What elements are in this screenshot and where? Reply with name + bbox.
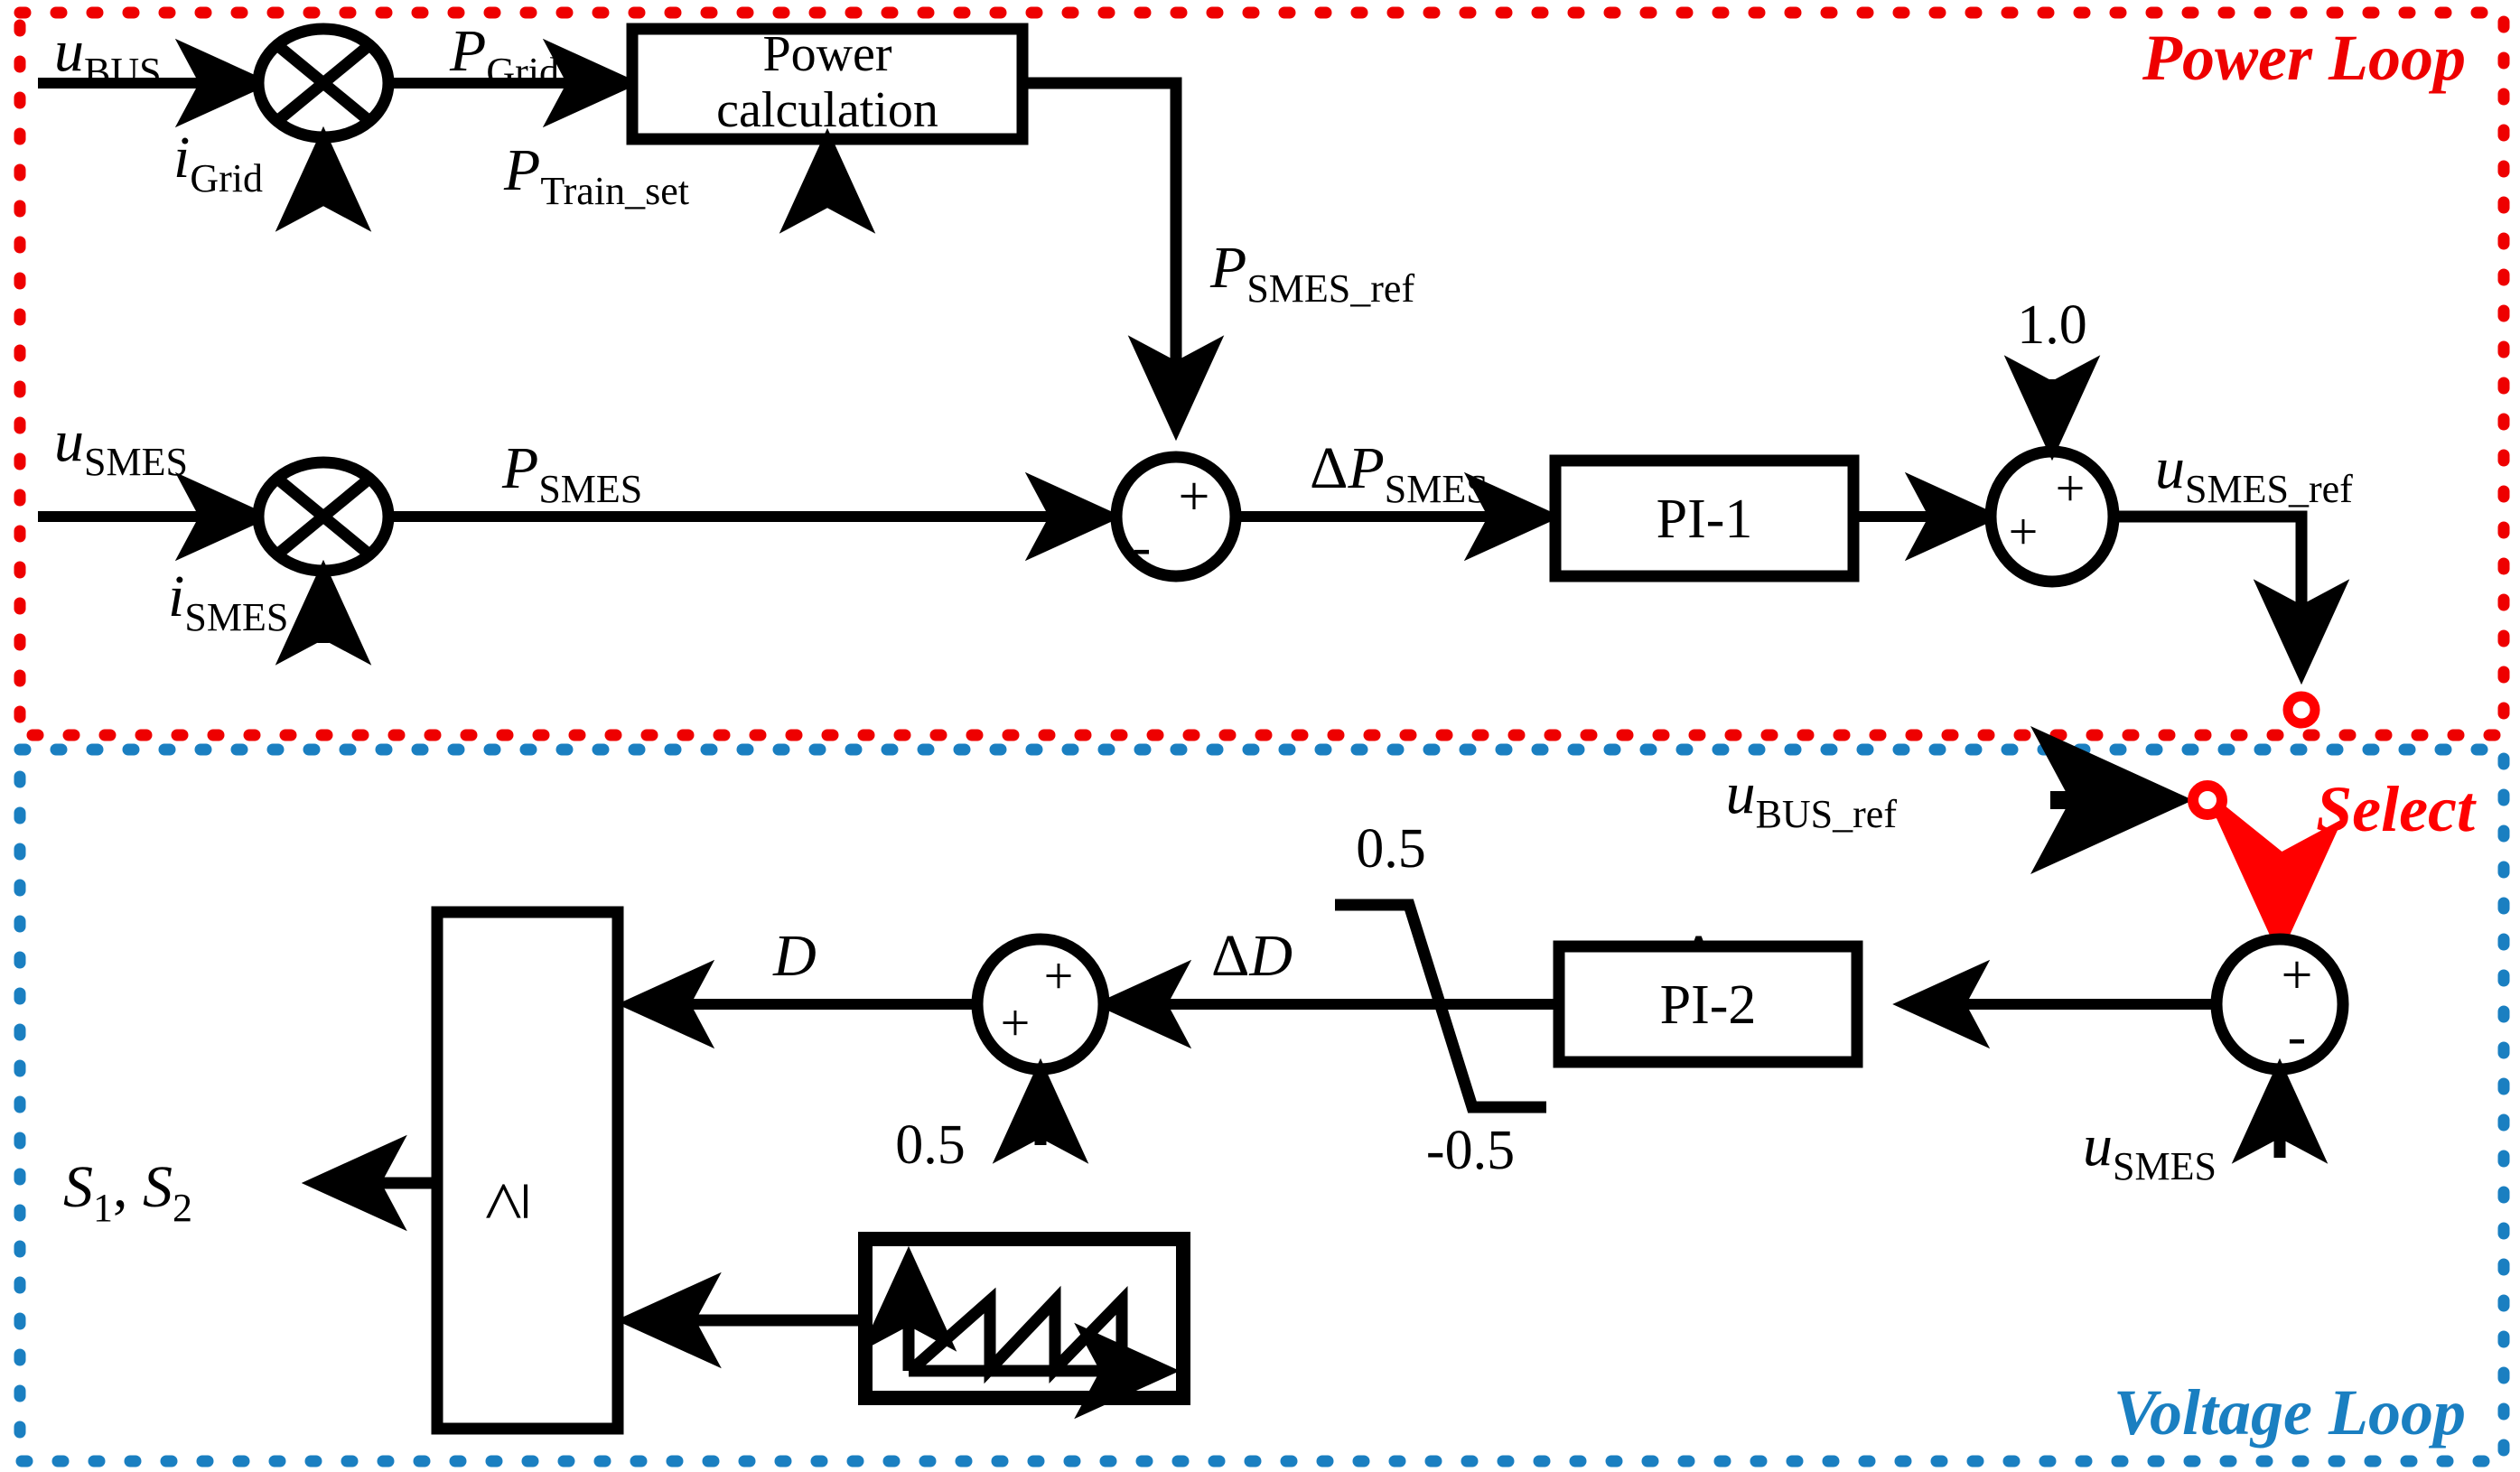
comparator-symbol: ≥ bbox=[464, 1181, 544, 1221]
voltage-sum-junction: + - bbox=[2210, 933, 2349, 1076]
u-smes-label-voltage: uSMES bbox=[2083, 1113, 2217, 1188]
select-label: Select bbox=[2316, 773, 2477, 845]
duty-sum-plus-top: + bbox=[1044, 946, 1074, 1005]
u-smes-ref-wire bbox=[2114, 510, 2350, 685]
offset-sum-junction: + + bbox=[1984, 445, 2120, 588]
power-loop-label: Power Loop bbox=[2142, 22, 2466, 94]
select-switch-blade[interactable] bbox=[2209, 801, 2343, 957]
smes-power-multiplier bbox=[252, 456, 395, 577]
switch-signals-label: S1, S2 bbox=[63, 1154, 192, 1230]
duty-sum-plus-left: + bbox=[1001, 993, 1031, 1052]
p-train-set-label: PTrain_set bbox=[503, 137, 689, 213]
limit-upper-label: 0.5 bbox=[1356, 818, 1426, 880]
u-bus-ref-label: uBUS_ref bbox=[1726, 760, 1898, 836]
i-smes-label: iSMES bbox=[168, 564, 288, 639]
delta-d-label: ΔD bbox=[1211, 923, 1293, 989]
pi2-block[interactable] bbox=[1553, 940, 1863, 1068]
p-smes-ref-wire bbox=[1022, 77, 1225, 442]
offset-sum-plus-left: + bbox=[2009, 502, 2039, 561]
sawtooth-carrier-block[interactable] bbox=[858, 1232, 1190, 1420]
comparator-block[interactable] bbox=[431, 906, 624, 1435]
offset-sum-plus-top: + bbox=[2056, 459, 2086, 517]
one-point-zero-label: 1.0 bbox=[2017, 294, 2087, 356]
voltage-sum-minus: - bbox=[2288, 1006, 2307, 1067]
p-smes-ref-label: PSMES_ref bbox=[1209, 235, 1414, 311]
duty-sum-junction: + + bbox=[971, 933, 1110, 1076]
grid-power-multiplier bbox=[252, 23, 395, 144]
pi2-label: PI-2 bbox=[1660, 974, 1757, 1036]
power-loop-border bbox=[14, 6, 2510, 741]
pi1-label: PI-1 bbox=[1657, 489, 1753, 550]
power-sum-junction: + - bbox=[1110, 451, 1242, 582]
power-sum-plus: + bbox=[1179, 466, 1210, 527]
power-sum-minus: - bbox=[1133, 517, 1152, 578]
limit-lower-label: -0.5 bbox=[1426, 1120, 1515, 1181]
duty-offset-label: 0.5 bbox=[895, 1114, 966, 1176]
u-smes-ref-label: uSMES_ref bbox=[2155, 435, 2353, 511]
d-label: D bbox=[772, 923, 817, 989]
voltage-sum-plus: + bbox=[2282, 945, 2313, 1006]
carrier-waveform bbox=[908, 1285, 1128, 1384]
u-smes-label-power: uSMES bbox=[54, 408, 188, 484]
saturation-limiter bbox=[1335, 899, 1546, 1113]
power-calculation-line2: calculation bbox=[716, 82, 938, 138]
voltage-loop-label: Voltage Loop bbox=[2114, 1376, 2466, 1449]
switch-terminal-upper[interactable] bbox=[2282, 691, 2320, 729]
p-smes-label: PSMES bbox=[501, 435, 642, 511]
voltage-loop-border bbox=[14, 743, 2510, 1467]
power-calculation-line1: Power bbox=[762, 26, 891, 82]
i-grid-label: iGrid bbox=[173, 125, 263, 200]
